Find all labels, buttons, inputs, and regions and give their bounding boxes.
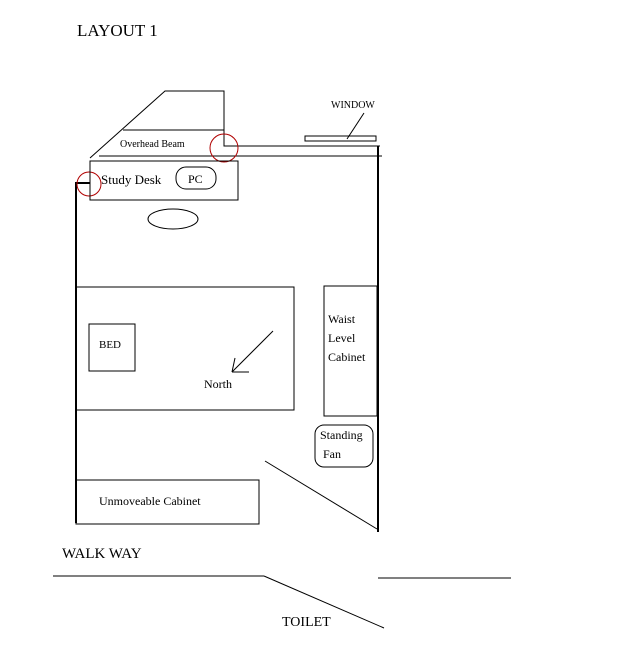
- markup-circle: [76, 171, 102, 197]
- unmoveable-cabinet-label: Unmoveable Cabinet: [99, 494, 201, 508]
- pc-label: PC: [188, 172, 203, 186]
- unmoveable-cabinet: Unmoveable Cabinet: [75, 479, 260, 525]
- chair: [147, 208, 199, 230]
- north-arrow-icon: [231, 330, 274, 373]
- pc: [175, 166, 217, 190]
- bed: BED: [75, 286, 295, 411]
- waist-cabinet-label-2: Level: [328, 331, 356, 345]
- standing-fan-label-1: Standing: [320, 428, 363, 442]
- waist-level-cabinet: Waist Level Cabinet: [323, 285, 378, 417]
- waist-cabinet-label-1: Waist: [328, 312, 356, 326]
- overhead-beam: Overhead Beam: [89, 90, 382, 159]
- study-desk-label: Study Desk: [101, 172, 162, 187]
- layout-title: LAYOUT 1: [77, 21, 158, 40]
- markup-circle: [209, 133, 239, 163]
- north-label: North: [204, 377, 232, 391]
- study-desk: Study Desk PC: [89, 160, 239, 201]
- walkway-lines: [53, 575, 511, 629]
- overhead-beam-label: Overhead Beam: [120, 139, 185, 150]
- window-label: WINDOW: [331, 100, 375, 111]
- bed-label: BED: [99, 339, 121, 351]
- door-swing: [264, 460, 378, 530]
- standing-fan: Standing Fan: [314, 424, 374, 468]
- toilet-label: TOILET: [282, 615, 331, 630]
- window: WINDOW: [304, 100, 377, 142]
- walk-way-label: WALK WAY: [62, 546, 142, 562]
- waist-cabinet-label-3: Cabinet: [328, 350, 366, 364]
- standing-fan-label-2: Fan: [323, 447, 341, 461]
